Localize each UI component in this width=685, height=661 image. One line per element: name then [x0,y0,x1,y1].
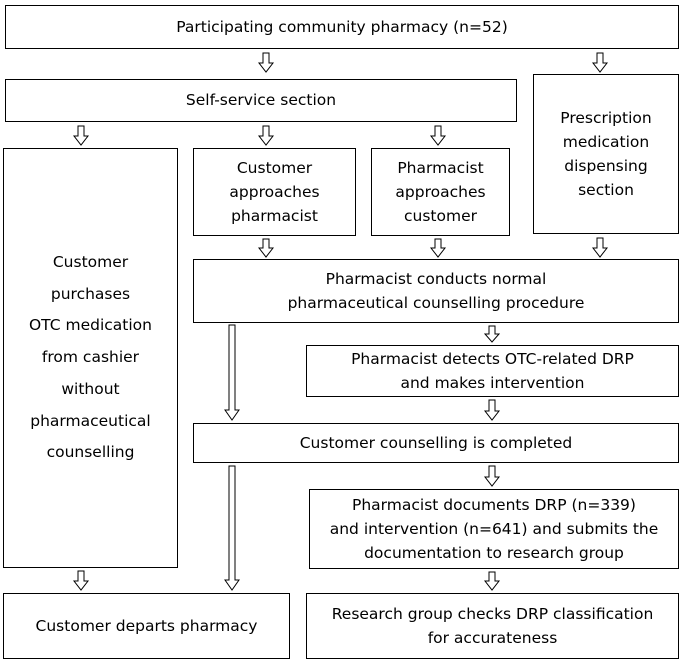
arrow-to-pharmacist-approaches [429,125,447,146]
arrow-detects-to-completed [483,399,501,421]
pharmacy-label: Participating community pharmacy (n=52) [176,17,508,36]
arrow-customer-to-counselling [257,238,275,258]
customer-approaches-box: Customer approaches pharmacist [193,148,356,236]
pharmacist-approaches-box: Pharmacist approaches customer [371,148,510,236]
arrow-completed-to-departs [224,465,240,591]
prescription-box: Prescription medication dispensing secti… [533,74,679,234]
arrow-prescription-to-counselling [591,237,609,258]
customer-approaches-label: Customer approaches pharmacist [229,158,320,225]
normal-counselling-label: Pharmacist conducts normal pharmaceutica… [287,269,585,312]
counselling-completed-label: Customer counselling is completed [299,433,573,452]
self-service-box: Self-service section [5,79,517,122]
counselling-completed-box: Customer counselling is completed [193,423,679,463]
departs-box: Customer departs pharmacy [3,593,290,659]
arrow-to-detects-drp [483,325,501,343]
detects-drp-label: Pharmacist detects OTC-related DRP and m… [351,349,634,392]
prescription-label: Prescription medication dispensing secti… [560,108,652,200]
arrow-to-customer-approaches [257,125,275,146]
detects-drp-box: Pharmacist detects OTC-related DRP and m… [306,345,679,397]
arrow-counselling-to-completed [224,324,240,421]
departs-label: Customer departs pharmacy [35,616,258,635]
normal-counselling-box: Pharmacist conducts normal pharmaceutica… [193,259,679,323]
arrow-pharmacist-to-counselling [429,238,447,258]
self-service-label: Self-service section [185,91,337,110]
purchases-otc-box: Customer purchases OTC medication from c… [3,148,178,568]
research-checks-box: Research group checks DRP classification… [306,593,679,659]
arrow-to-research-checks [483,571,501,591]
research-checks-label: Research group checks DRP classification… [331,604,654,647]
purchases-otc-label: Customer purchases OTC medication from c… [28,252,152,462]
arrow-to-purchases-otc [72,125,90,146]
arrow-to-documents-drp [483,465,501,487]
pharmacy-box: Participating community pharmacy (n=52) [5,5,679,49]
documents-drp-label: Pharmacist documents DRP (n=339) and int… [329,495,659,562]
arrow-purchases-to-departs [72,570,90,591]
arrow-to-prescription [591,52,609,73]
pharmacist-approaches-label: Pharmacist approaches customer [395,158,486,225]
documents-drp-box: Pharmacist documents DRP (n=339) and int… [309,489,679,569]
arrow-to-self-service [257,52,275,73]
